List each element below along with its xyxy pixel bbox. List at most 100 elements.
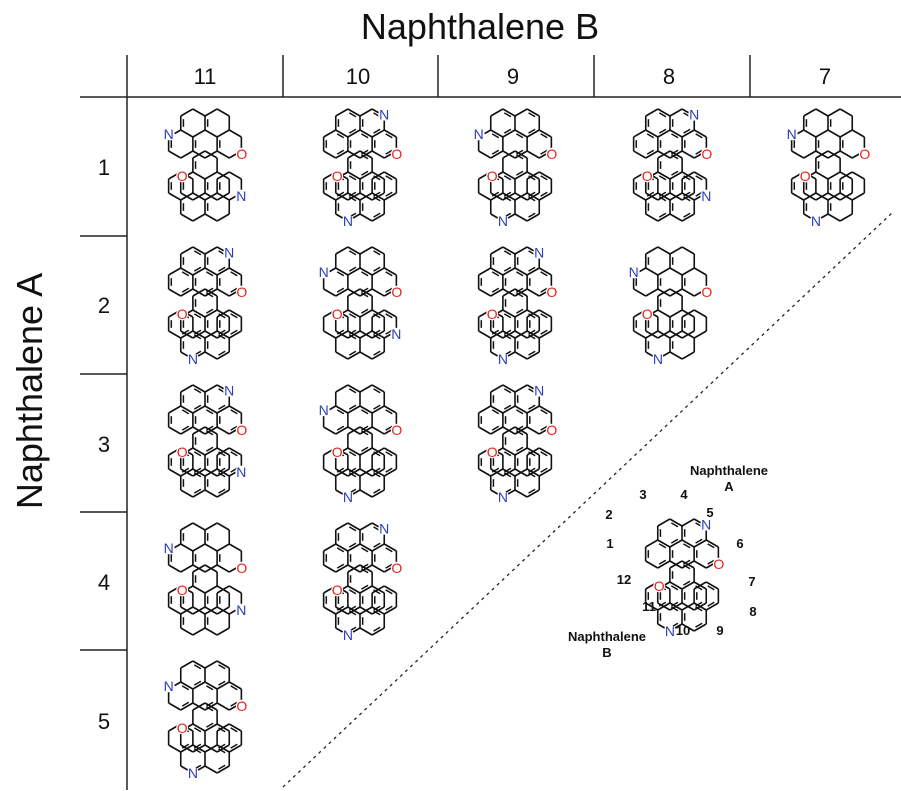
atom-background [390, 327, 403, 340]
bond [216, 522, 230, 531]
double-bond [671, 133, 679, 139]
bond [359, 585, 373, 594]
nitrogen-atom: N [498, 213, 508, 229]
atom-background [700, 189, 713, 202]
bond [669, 581, 683, 590]
nitrogen-atom: N [787, 126, 797, 142]
position-number-1: 1 [606, 536, 613, 551]
atom-background [641, 170, 654, 183]
double-bond [206, 425, 214, 431]
bond [371, 288, 385, 297]
nitrogen-atom: N [236, 188, 246, 204]
bond [335, 129, 349, 138]
double-bond [218, 472, 226, 478]
bond [502, 192, 516, 201]
atom-background [223, 246, 236, 259]
bond [180, 267, 194, 276]
bond [228, 447, 242, 456]
double-bond [206, 706, 214, 712]
double-bond [516, 149, 524, 155]
bond [490, 150, 504, 159]
bond [204, 351, 218, 360]
oxygen-atom: O [701, 284, 712, 300]
atom-background [235, 285, 248, 298]
bond [359, 150, 373, 159]
double-bond [348, 266, 357, 272]
nitrogen-atom: N [164, 126, 174, 142]
column-header-10: 10 [345, 64, 371, 89]
double-bond [230, 451, 238, 457]
bond [839, 150, 853, 159]
double-bond [348, 467, 357, 473]
double-bond [373, 404, 381, 410]
bond [228, 723, 242, 732]
double-bond [193, 313, 202, 319]
bond [359, 213, 373, 222]
double-bond [503, 472, 512, 478]
atom-background [331, 584, 344, 597]
double-bond [230, 727, 238, 733]
double-bond [193, 748, 202, 754]
double-bond [348, 334, 357, 340]
double-bond [528, 467, 536, 473]
bond [228, 681, 242, 690]
bond [371, 585, 385, 594]
bond [180, 213, 194, 222]
double-bond [373, 250, 381, 256]
bond [359, 543, 373, 552]
double-bond [683, 559, 691, 565]
atom-background [496, 353, 509, 365]
double-bond [503, 313, 512, 319]
double-bond [528, 212, 536, 218]
bond [347, 447, 361, 456]
bond [192, 543, 206, 552]
double-bond [193, 467, 202, 473]
bond [645, 150, 659, 159]
double-bond [181, 329, 190, 335]
nitrogen-atom: N [534, 245, 544, 261]
bond [514, 330, 528, 339]
double-bond [683, 580, 691, 586]
bond [323, 543, 337, 552]
atom-background [176, 722, 189, 735]
bond [478, 405, 492, 414]
double-bond [193, 727, 202, 733]
bond [228, 309, 242, 318]
bond [216, 267, 230, 276]
atom-background [235, 465, 248, 478]
double-bond [218, 488, 226, 494]
atom-background [641, 308, 654, 321]
double-bond [218, 467, 226, 473]
reference-label-b-line1: Naphthalene [567, 629, 646, 644]
double-bond [671, 154, 679, 160]
bond [204, 744, 218, 753]
double-bond [516, 430, 524, 436]
bond [383, 543, 397, 552]
bond [216, 405, 230, 414]
atom-background [331, 170, 344, 183]
bond [669, 171, 683, 180]
double-bond [206, 292, 214, 298]
bond [347, 522, 361, 531]
double-bond [373, 467, 381, 473]
column-header-8: 8 [662, 64, 676, 89]
bond [645, 560, 659, 569]
double-bond [348, 191, 357, 197]
double-bond [373, 334, 381, 340]
bond [216, 627, 230, 636]
atom-background [176, 170, 189, 183]
bond [502, 108, 516, 117]
bond [204, 447, 218, 456]
double-bond [503, 388, 512, 394]
bond [228, 171, 242, 180]
bond [383, 606, 397, 615]
bond [228, 543, 242, 552]
bond [490, 267, 504, 276]
double-bond [503, 175, 512, 181]
bond [180, 744, 194, 753]
bond [791, 192, 805, 201]
